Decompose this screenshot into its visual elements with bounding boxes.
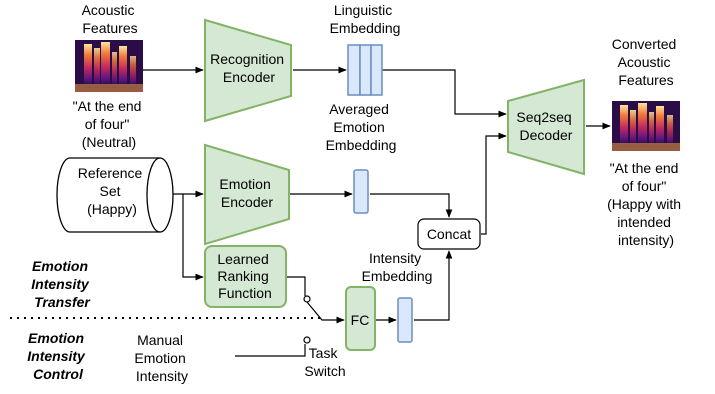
concat-block — [417, 218, 481, 250]
seq2seq-decoder-block — [507, 78, 585, 176]
output-caption: Converted Acoustic Features — [612, 36, 680, 88]
linguistic-embedding-label: Linguistic Embedding — [330, 2, 401, 36]
fc-block — [345, 286, 376, 351]
recognition-encoder-block — [204, 18, 292, 123]
ranking-function-label: Learned Ranking Function — [217, 251, 272, 301]
intensity-embedding-label: Intensity Embedding — [362, 250, 433, 284]
task-switch-label: Task Switch — [304, 345, 345, 379]
connections — [143, 66, 611, 357]
section-transfer-label: Emotion Intensity Transfer — [31, 258, 92, 310]
reference-set-cylinder — [56, 157, 174, 233]
input-caption: Acoustic Features — [82, 2, 139, 36]
emotion-embedding-label: Averaged Emotion Embedding — [326, 101, 397, 153]
manual-intensity-label: Manual Emotion Intensity — [134, 332, 189, 384]
concat-label: Concat — [427, 226, 471, 242]
fc-label: FC — [351, 312, 370, 328]
output-spectrogram — [612, 101, 680, 151]
output-transcript: "At the end of four" (Happy with intende… — [607, 160, 685, 248]
section-control-label: Emotion Intensity Control — [27, 330, 88, 382]
ranking-function-block — [204, 245, 287, 308]
emotion-encoder-label: Emotion Encoder — [219, 176, 274, 210]
decoder-label: Seq2seq Decoder — [516, 109, 575, 143]
input-transcript: "At the end of four" (Neutral) — [73, 98, 146, 150]
intensity-embedding-block — [397, 297, 413, 343]
emotion-embedding-block — [353, 169, 369, 214]
recognition-encoder-label: Recognition Encoder — [210, 51, 288, 85]
linguistic-embedding-block — [347, 44, 383, 96]
input-spectrogram — [75, 40, 143, 92]
emotion-encoder-block — [204, 143, 290, 246]
reference-set-label: Reference Set (Happy) — [78, 165, 146, 217]
